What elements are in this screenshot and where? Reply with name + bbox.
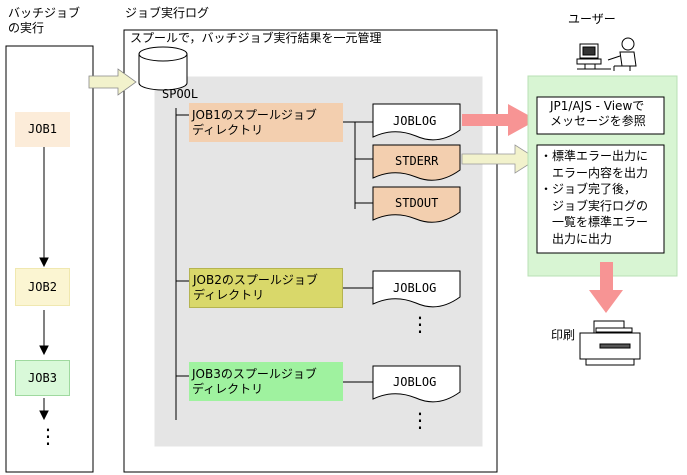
view-message-text: JP1/AJS - Viewで メッセージを参照 [550, 99, 646, 128]
job2-joblog-file-shape [372, 270, 461, 308]
directory-tree-lines [175, 108, 373, 420]
job1-joblog-label: JOBLOG [393, 114, 437, 128]
pink-arrow-to-printer [589, 262, 623, 313]
job1-directory: JOB1のスプールジョブ ディレクトリ [189, 103, 343, 142]
job-flow-arrows [39, 147, 49, 421]
job2-box: JOB2 [15, 268, 70, 306]
job2-directory: JOB2のスプールジョブ ディレクトリ [189, 268, 343, 308]
log-caption: スプールで，バッチジョブ実行結果を一元管理 [130, 31, 382, 45]
cream-arrow-to-spool [88, 68, 137, 96]
stderr-info-box [536, 144, 665, 254]
user-title: ユーザー [568, 12, 616, 26]
log-title: ジョブ実行ログ [125, 6, 210, 20]
job3-box: JOB3 [15, 360, 70, 396]
batch-more-indicator: ⋮ [38, 424, 58, 448]
batch-column-frame [5, 45, 94, 473]
cream-arrow-to-stderr [461, 144, 538, 174]
job1-box: JOB1 [15, 112, 70, 147]
job1-joblog-file-shape [372, 103, 461, 141]
job1-stdout-label: STDOUT [395, 196, 439, 210]
batch-title: バッチジョブ の実行 [8, 6, 81, 35]
view-message-box [536, 96, 665, 135]
job3-directory: JOB3のスプールジョブ ディレクトリ [189, 362, 343, 401]
file-shapes [372, 103, 461, 403]
stderr-info-text: ・標準エラー出力に エラー内容を出力 ・ジョブ完了後， ジョブ実行ログの 一覧を… [540, 149, 649, 246]
job2-more-indicator: ⋮ [410, 312, 430, 336]
job3-joblog-label: JOBLOG [393, 375, 437, 389]
job1-stderr-file-shape [372, 144, 461, 181]
job3-more-indicator: ⋮ [410, 408, 430, 432]
job3-joblog-file-shape [372, 365, 461, 403]
database-icon [138, 46, 188, 91]
printer-icon [579, 320, 641, 366]
job1-stderr-label: STDERR [395, 154, 439, 168]
print-label: 印刷 [551, 328, 576, 342]
job2-joblog-label: JOBLOG [393, 281, 437, 295]
pink-arrow-to-view [462, 104, 537, 136]
job1-stdout-file-shape [372, 186, 461, 223]
spool-label: SPOOL [162, 87, 199, 101]
user-computer-icon [576, 37, 637, 71]
